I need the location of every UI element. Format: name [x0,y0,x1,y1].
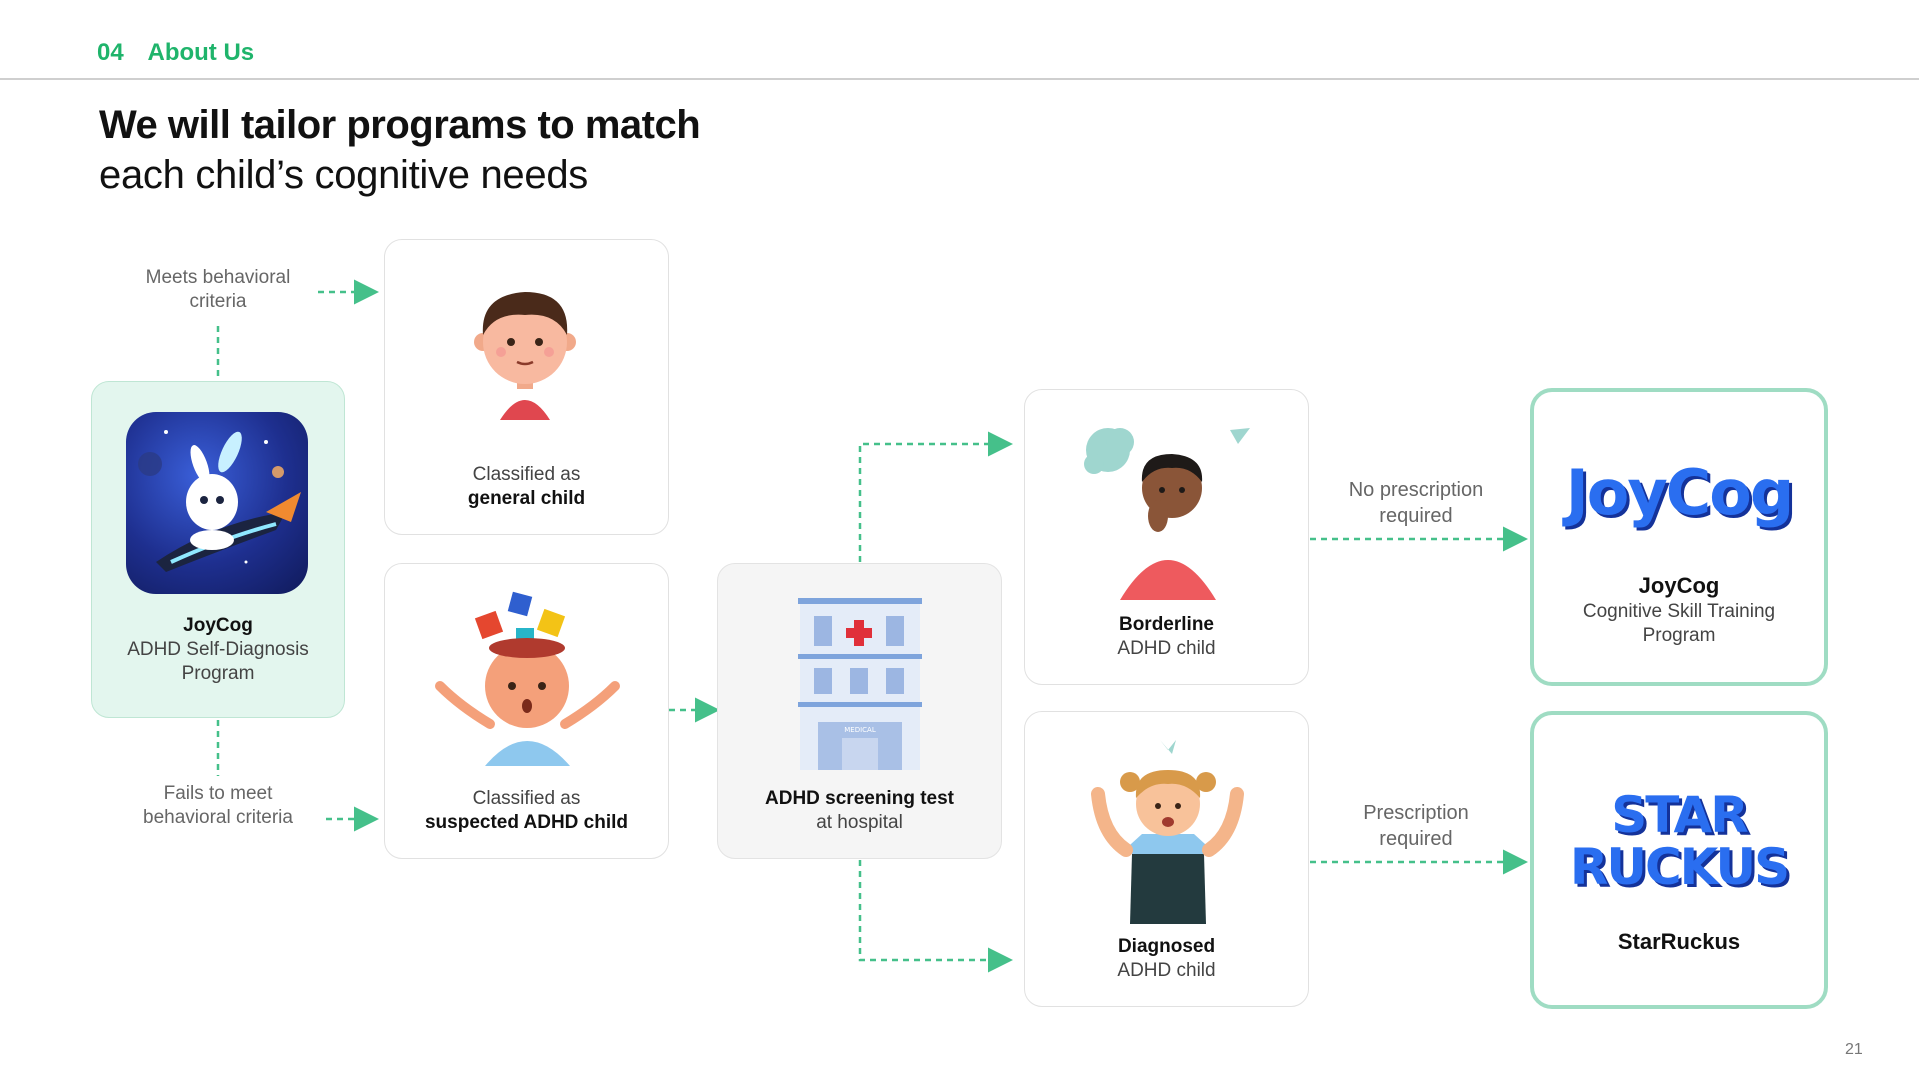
section-header: 04 About Us [97,39,254,67]
page-number: 21 [1845,1041,1863,1058]
title-line-2: each child’s cognitive needs [99,153,588,197]
section-number: 04 [97,39,124,66]
card-joycog-program[interactable]: JoyCog JoyCog Cognitive Skill Training P… [1530,388,1828,686]
header-divider [0,78,1919,80]
card-general-child-title: general child [467,488,586,509]
card-joycog-line2: Cognitive Skill Training [1582,601,1776,622]
card-self-diagnosis-line2: ADHD Self-Diagnosis [127,639,309,660]
card-general-child-caption: Classified as general child [385,463,668,511]
card-diagnosed-adhd[interactable]: Diagnosed ADHD child [1024,711,1309,1007]
hospital-sign-text: MEDICAL [844,726,876,734]
card-diagnosed-title: Diagnosed [1117,936,1216,957]
card-hospital-title: ADHD screening test [765,788,954,809]
card-diagnosed-line2: ADHD child [1117,960,1216,981]
starruckus-logo: STAR RUCKUS [1534,789,1824,893]
borderline-child-illustration [1084,428,1250,600]
card-joycog-title: JoyCog [1638,573,1720,598]
card-suspected-adhd-title: suspected ADHD child [424,812,629,833]
starruckus-logo-line1: STAR [1611,786,1748,844]
card-borderline-title: Borderline [1118,614,1215,635]
starruckus-logo-line2: RUCKUS [1569,838,1790,896]
section-title: About Us [147,39,255,66]
card-diagnosed-caption: Diagnosed ADHD child [1025,935,1308,983]
card-borderline-adhd[interactable]: Borderline ADHD child [1024,389,1309,685]
arrow-to-diagnosed [858,860,1013,973]
card-joycog-line3: Program [1642,625,1716,646]
diagnosed-child-illustration [1091,740,1244,924]
card-joycog-caption: JoyCog Cognitive Skill Training Program [1534,572,1824,648]
card-borderline-line2: ADHD child [1117,638,1216,659]
card-self-diagnosis-line3: Program [181,663,255,684]
joycog-app-icon [126,412,308,594]
arrow-to-borderline [858,431,1013,562]
card-suspected-adhd[interactable]: Classified as suspected ADHD child [384,563,669,859]
general-child-illustration [474,292,576,420]
joycog-logo: JoyCog [1565,456,1795,529]
card-hospital-screening[interactable]: MEDICAL ADHD screening test at hospital [717,563,1002,859]
card-self-diagnosis-title: JoyCog [183,615,253,636]
title-line-1: We will tailor programs to match [99,103,701,147]
card-starruckus-title: StarRuckus [1617,929,1741,954]
card-starruckus-caption: StarRuckus [1534,928,1824,956]
suspected-child-illustration [435,591,620,766]
label-no-prescription: No prescription required [1348,479,1484,527]
card-suspected-adhd-line1: Classified as [472,788,581,809]
card-borderline-caption: Borderline ADHD child [1025,613,1308,661]
hospital-building-icon: MEDICAL [798,598,922,770]
card-hospital-caption: ADHD screening test at hospital [718,787,1001,835]
card-self-diagnosis-caption: JoyCog ADHD Self-Diagnosis Program [92,614,344,686]
card-general-child[interactable]: Classified as general child [384,239,669,535]
label-meets-criteria: Meets behavioral criteria [145,267,291,312]
page-title: We will tailor programs to match each ch… [99,100,701,200]
label-prescription: Prescription required [1363,802,1469,850]
card-starruckus[interactable]: STAR RUCKUS StarRuckus [1530,711,1828,1009]
card-hospital-line2: at hospital [816,812,903,833]
label-fails-criteria: Fails to meet behavioral criteria [143,783,293,828]
card-suspected-adhd-caption: Classified as suspected ADHD child [385,787,668,835]
card-general-child-line1: Classified as [472,464,581,485]
